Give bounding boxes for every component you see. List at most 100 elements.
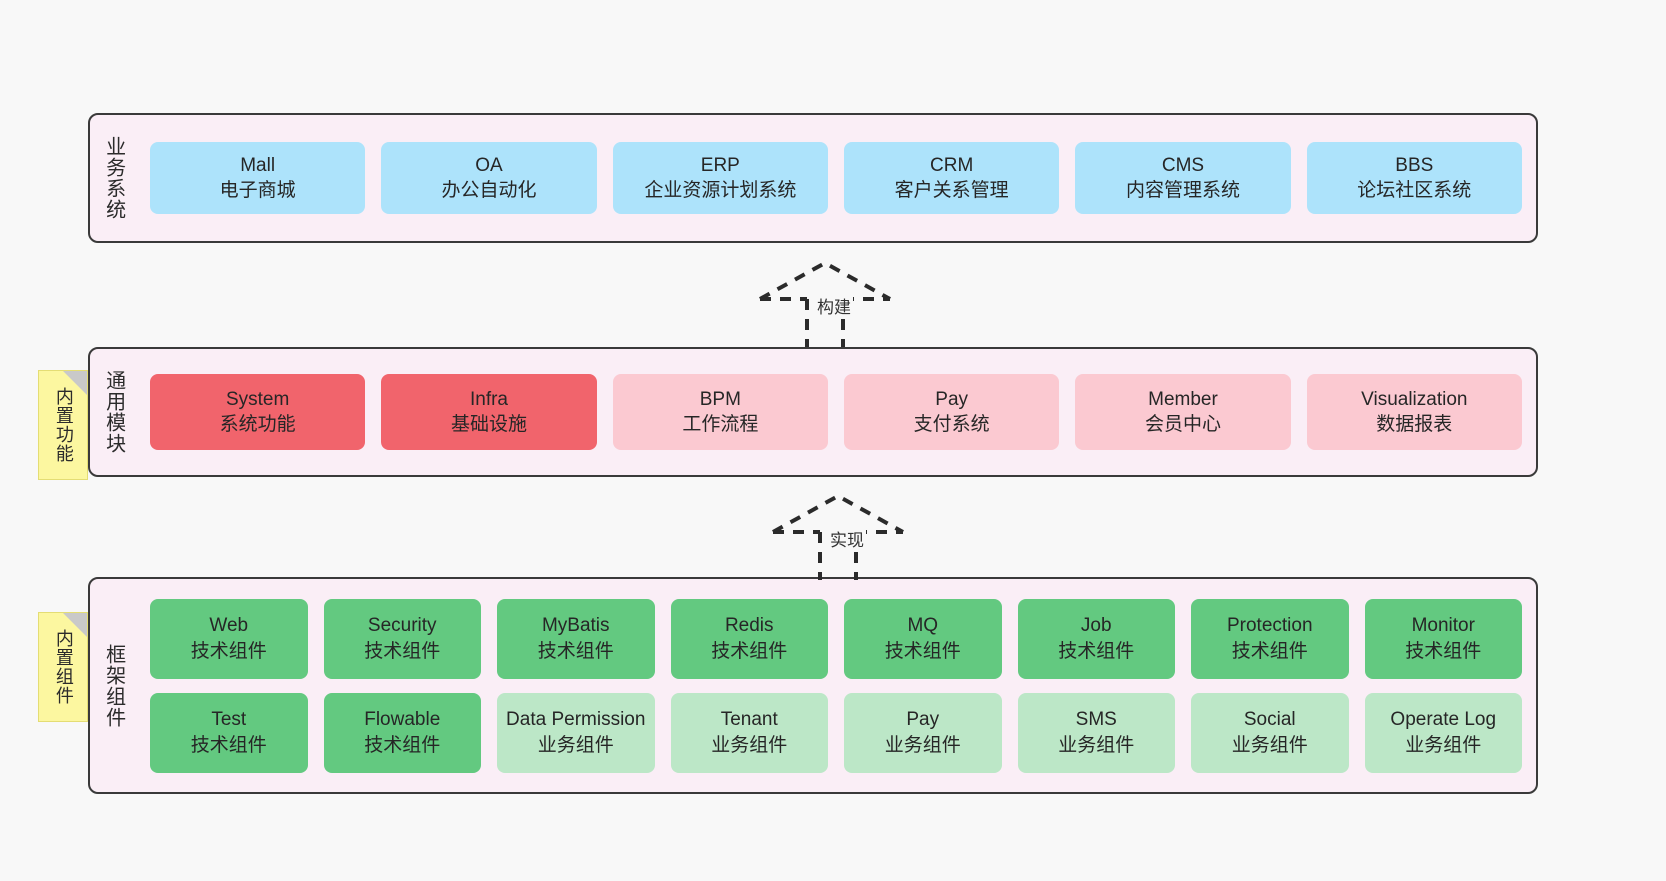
card-row: System 系统功能 Infra 基础设施 BPM 工作流程 Pay 支付系统… bbox=[150, 374, 1522, 450]
arrow-head-open bbox=[772, 493, 904, 534]
card-social[interactable]: Social 业务组件 bbox=[1191, 692, 1349, 773]
card-subtitle: 会员中心 bbox=[1144, 414, 1221, 435]
card-title: Visualization bbox=[1361, 388, 1468, 410]
card-subtitle: 技术组件 bbox=[364, 734, 441, 756]
card-subtitle: 客户关系管理 bbox=[894, 180, 1009, 201]
card-subtitle: 业务组件 bbox=[711, 734, 788, 756]
card-subtitle: 支付系统 bbox=[913, 414, 990, 435]
card-subtitle: 基础设施 bbox=[450, 414, 527, 435]
card-operate-log[interactable]: Operate Log 业务组件 bbox=[1364, 692, 1522, 773]
layer-title-common: 通用模块 bbox=[102, 370, 125, 454]
card-infra[interactable]: Infra 基础设施 bbox=[381, 374, 597, 450]
card-subtitle: 内容管理系统 bbox=[1125, 180, 1240, 201]
card-subtitle: 技术组件 bbox=[537, 640, 614, 662]
card-subtitle: 技术组件 bbox=[711, 640, 788, 662]
layer-title-business: 业务系统 bbox=[102, 136, 125, 220]
card-title: Redis bbox=[724, 615, 774, 637]
card-bpm[interactable]: BPM 工作流程 bbox=[612, 374, 828, 450]
card-data-permission[interactable]: Data Permission 业务组件 bbox=[497, 692, 655, 773]
card-title: SMS bbox=[1075, 709, 1117, 731]
card-mq[interactable]: MQ 技术组件 bbox=[844, 598, 1002, 679]
sticky-note-label: 内置功能 bbox=[53, 387, 74, 463]
card-protection[interactable]: Protection 技术组件 bbox=[1191, 598, 1349, 679]
card-title: MQ bbox=[907, 615, 939, 637]
card-subtitle: 办公自动化 bbox=[441, 180, 537, 201]
card-bbs[interactable]: BBS 论坛社区系统 bbox=[1306, 142, 1522, 214]
card-cms[interactable]: CMS 内容管理系统 bbox=[1075, 142, 1291, 214]
layer-framework-components: 框架组件 Web 技术组件 Security 技术组件 MyBatis 技术组件… bbox=[88, 577, 1538, 794]
connector-label-build: 构建 bbox=[815, 293, 853, 318]
card-test[interactable]: Test 技术组件 bbox=[150, 692, 308, 773]
card-web[interactable]: Web 技术组件 bbox=[150, 598, 308, 679]
card-title: Pay bbox=[906, 709, 940, 731]
card-title: Social bbox=[1243, 709, 1296, 731]
card-pay[interactable]: Pay 支付系统 bbox=[843, 374, 1060, 450]
card-subtitle: 技术组件 bbox=[1231, 640, 1308, 662]
card-subtitle: 论坛社区系统 bbox=[1357, 180, 1472, 201]
card-job[interactable]: Job 技术组件 bbox=[1017, 598, 1175, 679]
card-system[interactable]: System 系统功能 bbox=[150, 374, 366, 450]
card-subtitle: 技术组件 bbox=[190, 734, 267, 756]
card-title: CRM bbox=[930, 154, 974, 176]
card-member[interactable]: Member 会员中心 bbox=[1075, 374, 1291, 450]
card-title: System bbox=[225, 388, 290, 410]
card-redis[interactable]: Redis 技术组件 bbox=[670, 598, 828, 679]
card-monitor[interactable]: Monitor 技术组件 bbox=[1364, 598, 1522, 679]
connector-build: 构建 bbox=[755, 255, 905, 350]
card-row: Web 技术组件 Security 技术组件 MyBatis 技术组件 Redi… bbox=[150, 598, 1522, 679]
card-subtitle: 工作流程 bbox=[682, 414, 759, 435]
connector-label-realize: 实现 bbox=[828, 526, 866, 551]
card-subtitle: 业务组件 bbox=[1058, 734, 1135, 756]
card-visualization[interactable]: Visualization 数据报表 bbox=[1306, 374, 1522, 450]
card-subtitle: 技术组件 bbox=[884, 640, 961, 662]
card-title: Member bbox=[1148, 388, 1218, 410]
sticky-note-builtin-components: 内置组件 bbox=[38, 612, 88, 722]
card-subtitle: 业务组件 bbox=[1231, 734, 1308, 756]
card-subtitle: 技术组件 bbox=[190, 640, 267, 662]
card-title: ERP bbox=[700, 154, 740, 176]
card-title: Operate Log bbox=[1390, 709, 1497, 731]
card-mybatis[interactable]: MyBatis 技术组件 bbox=[497, 598, 655, 679]
sticky-note-label: 内置组件 bbox=[53, 629, 74, 705]
card-subtitle: 数据报表 bbox=[1376, 414, 1453, 435]
card-subtitle: 企业资源计划系统 bbox=[644, 180, 797, 201]
card-title: Test bbox=[211, 709, 247, 731]
card-subtitle: 业务组件 bbox=[884, 734, 961, 756]
layer-body-common: System 系统功能 Infra 基础设施 BPM 工作流程 Pay 支付系统… bbox=[136, 349, 1536, 475]
card-title: Pay bbox=[935, 388, 969, 410]
card-security[interactable]: Security 技术组件 bbox=[323, 598, 481, 679]
card-subtitle: 业务组件 bbox=[537, 734, 614, 756]
layer-title-framework: 框架组件 bbox=[102, 643, 125, 728]
card-title: BBS bbox=[1395, 154, 1434, 176]
card-title: Infra bbox=[469, 388, 508, 410]
card-row: Mall 电子商城 OA 办公自动化 ERP 企业资源计划系统 CRM 客户关系… bbox=[150, 142, 1522, 214]
card-mall[interactable]: Mall 电子商城 bbox=[150, 142, 366, 214]
card-pay-business[interactable]: Pay 业务组件 bbox=[844, 692, 1002, 773]
card-subtitle: 系统功能 bbox=[219, 414, 296, 435]
card-crm[interactable]: CRM 客户关系管理 bbox=[843, 142, 1060, 214]
card-title: Web bbox=[209, 615, 249, 637]
card-erp[interactable]: ERP 企业资源计划系统 bbox=[612, 142, 828, 214]
card-title: Monitor bbox=[1411, 615, 1475, 637]
card-title: Protection bbox=[1226, 615, 1313, 637]
card-flowable[interactable]: Flowable 技术组件 bbox=[323, 692, 481, 773]
connector-realize: 实现 bbox=[768, 488, 918, 583]
card-sms[interactable]: SMS 业务组件 bbox=[1017, 692, 1175, 773]
card-title: BPM bbox=[699, 388, 741, 410]
card-oa[interactable]: OA 办公自动化 bbox=[381, 142, 597, 214]
card-row: Test 技术组件 Flowable 技术组件 Data Permission … bbox=[150, 692, 1522, 773]
card-title: MyBatis bbox=[541, 615, 610, 637]
card-title: Mall bbox=[240, 154, 276, 176]
card-subtitle: 电子商城 bbox=[219, 180, 296, 201]
layer-business-systems: 业务系统 Mall 电子商城 OA 办公自动化 ERP 企业资源计划系统 CRM… bbox=[88, 113, 1538, 243]
card-tenant[interactable]: Tenant 业务组件 bbox=[670, 692, 828, 773]
layer-body-business: Mall 电子商城 OA 办公自动化 ERP 企业资源计划系统 CRM 客户关系… bbox=[136, 115, 1536, 241]
card-subtitle: 业务组件 bbox=[1405, 734, 1482, 756]
card-title: Security bbox=[367, 615, 437, 637]
card-subtitle: 技术组件 bbox=[1405, 640, 1482, 662]
card-title: OA bbox=[475, 154, 503, 176]
card-title: Flowable bbox=[364, 709, 441, 731]
layer-body-framework: Web 技术组件 Security 技术组件 MyBatis 技术组件 Redi… bbox=[136, 579, 1536, 792]
arrow-head-open bbox=[759, 260, 891, 301]
